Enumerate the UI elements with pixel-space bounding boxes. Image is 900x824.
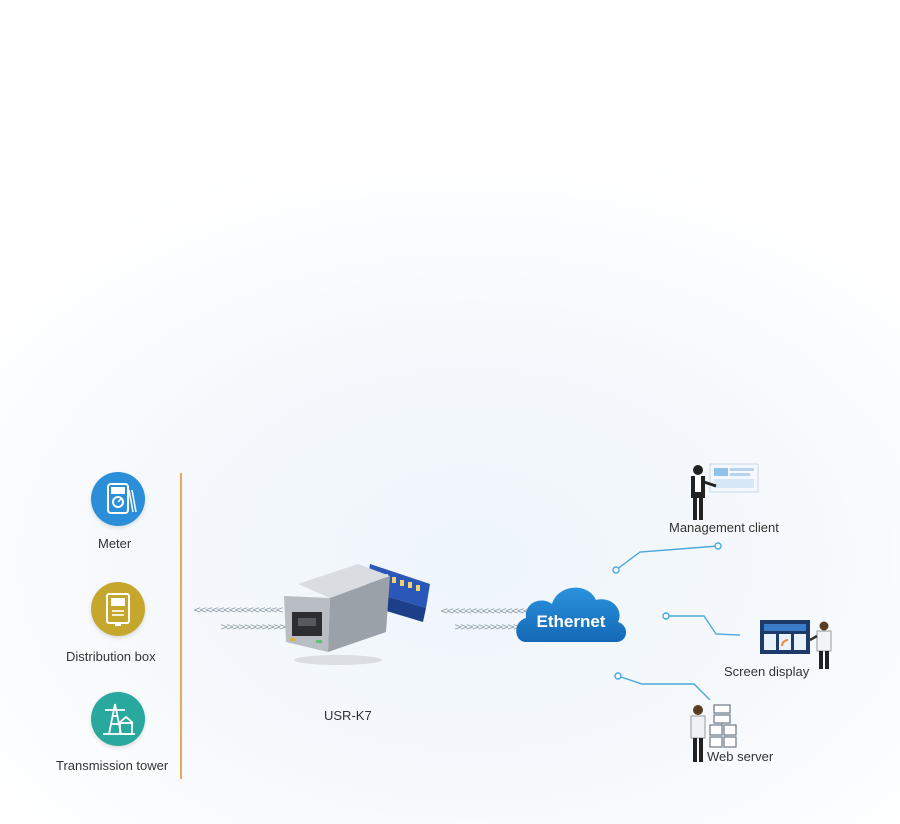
transmission-tower-circle (91, 692, 145, 746)
ethernet-label: Ethernet (536, 612, 606, 631)
divider-line (180, 473, 182, 779)
meter-label: Meter (98, 536, 132, 551)
arrow-right-outgoing: >>>>>>>>>>>>>>> (454, 622, 545, 633)
management-client-icon (691, 463, 759, 520)
screen-display-icon (760, 620, 832, 669)
usr-k7-module-image (284, 564, 430, 665)
distribution-box-icon (106, 593, 130, 626)
multimeter-icon (107, 483, 137, 514)
arrow-right-incoming: <<<<<<<<<<<<<<< (440, 606, 531, 617)
arrow-left-outgoing: >>>>>>>>>>>>>>> (220, 622, 311, 633)
web-server-label: Web server (707, 749, 774, 764)
arrow-left-incoming: <<<<<<<<<<<<<<< (193, 605, 284, 616)
meter-circle (91, 472, 145, 526)
transmission-tower-icon (103, 703, 135, 735)
web-server-icon (690, 704, 737, 762)
transmission-tower-label: Transmission tower (56, 758, 169, 773)
management-client-label: Management client (669, 520, 779, 535)
connector-lines (612, 542, 740, 700)
distribution-box-circle (91, 582, 145, 636)
distribution-box-label: Distribution box (66, 649, 156, 664)
screen-display-label: Screen display (724, 664, 810, 679)
usr-k7-label: USR-K7 (324, 708, 372, 723)
ethernet-cloud-icon (516, 587, 627, 642)
